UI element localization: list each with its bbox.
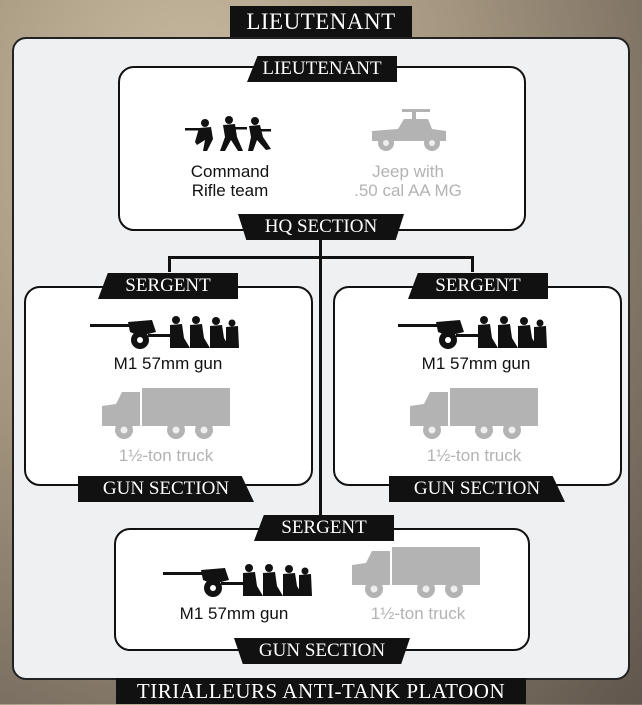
- gun-section-1-truck-label: 1½-ton truck: [96, 446, 236, 465]
- hq-unit-2-label: Jeep with .50 cal AA MG: [338, 162, 478, 200]
- hq-unit-2-line2: .50 cal AA MG: [338, 181, 478, 200]
- hq-section-box: [118, 66, 526, 231]
- gun-section-1-gun-label: M1 57mm gun: [98, 354, 238, 373]
- platoon-name-banner: TIRIALLEURS ANTI-TANK PLATOON: [116, 678, 526, 704]
- gun-section-1-header: SERGENT: [98, 273, 238, 299]
- right-branch-connector: [320, 256, 474, 259]
- platoon-commander-banner: LIEUTENANT: [230, 6, 412, 38]
- anti-tank-gun-icon: [398, 314, 548, 350]
- hq-section-footer: HQ SECTION: [238, 214, 404, 240]
- hq-unit-1-line1: Command: [165, 162, 295, 181]
- gun-section-3-footer: GUN SECTION: [234, 638, 410, 664]
- hq-unit-1-line2: Rifle team: [165, 181, 295, 200]
- gun-section-3-header: SERGENT: [254, 515, 394, 541]
- truck-icon: [100, 386, 232, 440]
- left-branch-drop: [168, 256, 171, 272]
- hq-trunk-connector: [319, 232, 322, 522]
- gun-section-3-gun-label: M1 57mm gun: [164, 604, 304, 623]
- anti-tank-gun-icon: [90, 314, 240, 350]
- hq-section-header: LIEUTENANT: [247, 56, 397, 82]
- right-branch-drop: [471, 256, 474, 272]
- anti-tank-gun-icon: [163, 562, 313, 598]
- gun-section-2-header: SERGENT: [408, 273, 548, 299]
- hq-unit-2-line1: Jeep with: [338, 162, 478, 181]
- jeep-icon: [368, 107, 448, 153]
- gun-section-1-footer: GUN SECTION: [78, 476, 254, 502]
- left-branch-connector: [168, 256, 321, 259]
- gun-section-3-truck-label: 1½-ton truck: [348, 604, 488, 623]
- truck-icon: [350, 545, 482, 599]
- rifle-team-icon: [183, 115, 273, 153]
- gun-section-2-footer: GUN SECTION: [389, 476, 565, 502]
- truck-icon: [408, 386, 540, 440]
- gun-section-2-truck-label: 1½-ton truck: [404, 446, 544, 465]
- gun-section-2-gun-label: M1 57mm gun: [406, 354, 546, 373]
- hq-unit-1-label: Command Rifle team: [165, 162, 295, 200]
